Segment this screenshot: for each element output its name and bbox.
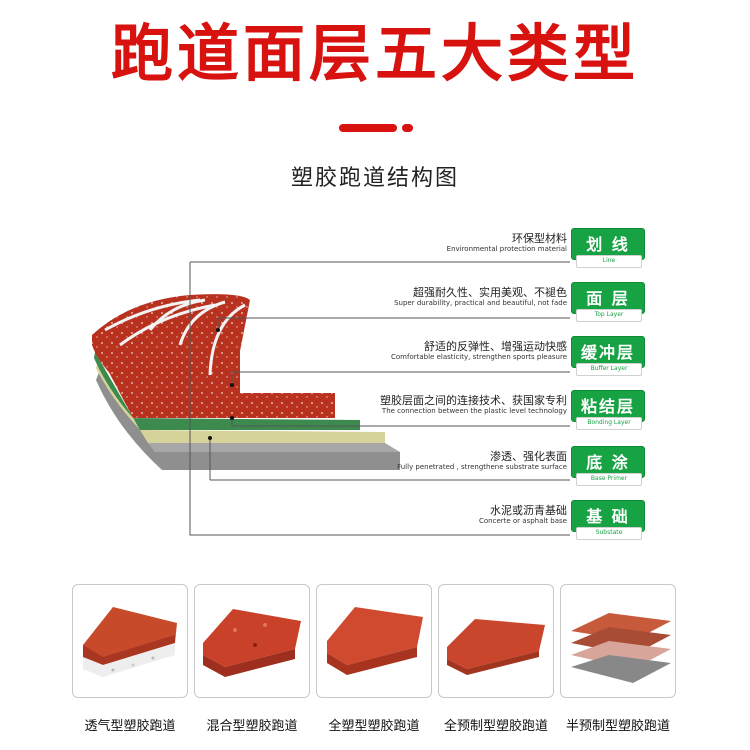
type-label: 全塑型塑胶跑道 — [328, 719, 420, 734]
bonding-layer — [94, 352, 360, 430]
layer-badge-label: 底 涂 — [586, 453, 630, 472]
layer-description-en: The connection between the plastic level… — [381, 407, 567, 415]
full-plastic-track-sample-image — [327, 607, 423, 675]
layer-description: 塑胶层面之间的连接技术、获国家专利 — [380, 394, 567, 407]
layer-badge: 划 线 Line — [571, 228, 645, 268]
layer-badge-label: 面 层 — [586, 289, 630, 308]
layer-badge-label-en: Buffer Layer — [576, 363, 642, 376]
layer-badge-label: 划 线 — [586, 235, 630, 254]
layer-badge: 面 层 Top Layer — [571, 282, 645, 322]
layer-badge-label: 缓冲层 — [580, 343, 635, 362]
type-card-breathable — [72, 584, 188, 698]
hybrid-track-sample-image — [203, 609, 301, 677]
title-divider — [339, 124, 397, 132]
layer-row-top: 超强耐久性、实用美观、不褪色 Super durability, practic… — [380, 282, 645, 322]
layer-badge-label-en: Bonding Layer — [576, 417, 642, 430]
layer-description: 超强耐久性、实用美观、不褪色 — [413, 286, 567, 299]
type-card-full-plastic — [316, 584, 432, 698]
layer-badge-label-en: Top Layer — [576, 309, 642, 322]
layer-badge: 缓冲层 Buffer Layer — [571, 336, 645, 376]
layer-description-en: Environmental protection material — [446, 245, 567, 253]
lane-line — [119, 303, 216, 347]
page-title: 跑道面层五大类型 — [110, 17, 639, 90]
track-structure-diagram — [92, 261, 570, 536]
diagram-title: 塑胶跑道结构图 — [290, 166, 459, 191]
layer-badge: 粘结层 Bonding Layer — [571, 390, 645, 430]
type-label: 半预制型塑胶跑道 — [565, 719, 670, 734]
layer-description-en: Comfortable elasticity, strengthen sport… — [391, 353, 567, 361]
lane-line — [178, 300, 226, 346]
top-layer — [92, 294, 250, 392]
layer-row-line: 环保型材料 Environmental protection material … — [380, 228, 645, 268]
breathable-track-sample-image — [83, 607, 177, 677]
layer-badge-label: 粘结层 — [580, 397, 635, 416]
base-layer — [96, 370, 400, 470]
semi-prefab-track-sample-image — [571, 613, 671, 683]
layer-badge-label-en: Substate — [576, 527, 642, 540]
layer-row-base: 水泥或沥青基础 Concerte or asphalt base 基 础 Sub… — [380, 500, 645, 540]
lane-line — [104, 298, 201, 332]
full-prefab-track-sample-image — [447, 619, 545, 675]
layer-description-en: Concerte or asphalt base — [478, 517, 567, 525]
layer-row-buffer: 舒适的反弹性、增强运动快感 Comfortable elasticity, st… — [380, 336, 645, 376]
layer-description: 舒适的反弹性、增强运动快感 — [424, 340, 567, 353]
type-label: 混合型塑胶跑道 — [206, 719, 298, 734]
layer-row-bonding: 塑胶层面之间的连接技术、获国家专利 The connection between… — [380, 390, 645, 430]
type-card-full-prefab — [438, 584, 554, 698]
layer-description: 水泥或沥青基础 — [490, 504, 567, 517]
layer-description: 渗透、强化表面 — [490, 450, 567, 463]
type-label: 全预制型塑胶跑道 — [443, 719, 548, 734]
layer-badge-label-en: Line — [576, 255, 642, 268]
layer-badge-label: 基 础 — [586, 507, 630, 526]
layer-badge: 底 涂 Base Primer — [571, 446, 645, 486]
lane-line — [208, 303, 246, 376]
primer-layer — [96, 362, 385, 443]
type-card-hybrid — [194, 584, 310, 698]
layer-description-en: Super durability, practical and beautifu… — [394, 299, 567, 307]
layer-row-primer: 渗透、强化表面 Fully penetrated , strengthene s… — [380, 446, 645, 486]
type-label: 透气型塑胶跑道 — [84, 719, 176, 734]
layer-description-en: Fully penetrated , strengthene substrate… — [397, 463, 567, 471]
title-divider-dot — [402, 124, 413, 132]
layer-badge: 基 础 Substate — [571, 500, 645, 540]
type-card-semi-prefab — [560, 584, 676, 698]
layer-description: 环保型材料 — [512, 232, 567, 245]
layer-badge-label-en: Base Primer — [576, 473, 642, 486]
